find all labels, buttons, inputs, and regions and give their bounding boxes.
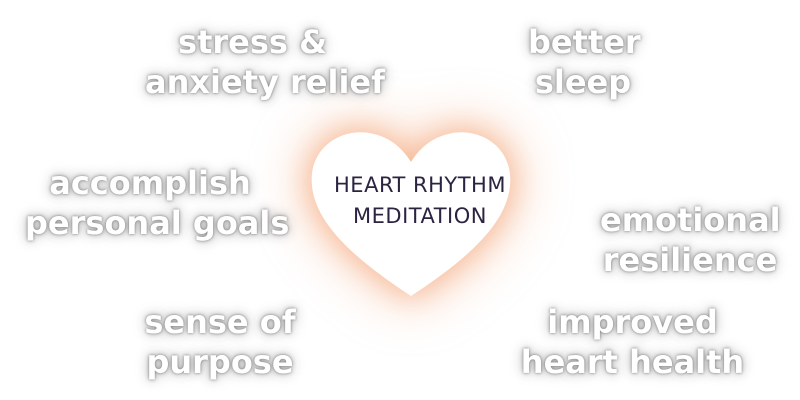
benefit-personal-goals: accomplish personal goals — [25, 163, 290, 243]
benefit-sense-of-purpose: sense of purpose — [140, 302, 300, 382]
benefit-heart-line2: heart health — [520, 343, 745, 381]
benefit-sleep-line2: sleep — [534, 63, 632, 101]
connector-node — [465, 83, 475, 93]
benefit-goals-line2: personal goals — [25, 204, 290, 242]
center-title-line1: HEART RHYTHM — [334, 173, 506, 197]
benefit-purpose-line1: sense of — [144, 303, 296, 341]
connector-node — [281, 101, 291, 111]
center-title-line2: MEDITATION — [353, 204, 487, 228]
benefit-stress-relief: stress & anxiety relief — [145, 22, 386, 102]
connector-stress — [283, 103, 302, 142]
benefit-resilience-line2: resilience — [602, 241, 778, 279]
benefit-resilience-line1: emotional — [600, 201, 781, 239]
benefit-sleep-line1: better — [528, 23, 641, 61]
connector-node — [443, 316, 453, 326]
connector-node — [248, 205, 258, 215]
benefit-purpose-line2: purpose — [146, 343, 294, 381]
benefit-stress-line2: anxiety relief — [145, 63, 386, 101]
connector-node — [338, 263, 348, 273]
benefit-goals-line1: accomplish — [49, 164, 251, 202]
connector-node — [380, 318, 390, 328]
benefit-stress-line1: stress & — [178, 23, 327, 61]
center-title: HEART RHYTHM MEDITATION — [300, 170, 540, 232]
benefit-heart-health: improved heart health — [520, 302, 745, 382]
benefit-emotional-resilience: emotional resilience — [600, 200, 781, 280]
benefit-heart-line1: improved — [547, 303, 718, 341]
connector-node — [552, 165, 562, 175]
benefit-better-sleep: better sleep — [528, 22, 641, 102]
